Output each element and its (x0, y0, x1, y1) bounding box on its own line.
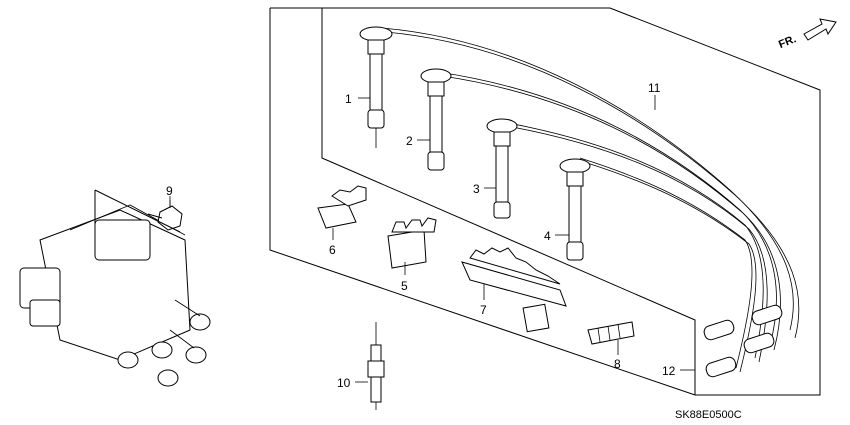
holder-5 (387, 217, 437, 269)
callout-leaders (169, 95, 695, 383)
front-direction-arrow: FR. (777, 18, 837, 51)
ignition-wires (381, 27, 800, 373)
callout-12: 12 (662, 364, 676, 378)
callout-7: 7 (480, 303, 487, 317)
plug-cap-1 (359, 26, 393, 148)
callout-1: 1 (345, 92, 352, 106)
drawing-code: SK88E0500C (675, 409, 742, 421)
callout-6: 6 (329, 243, 336, 257)
direction-label: FR. (777, 33, 798, 51)
plug-cap-3 (486, 118, 518, 219)
callout-4: 4 (544, 229, 551, 243)
plug-cap-4 (559, 158, 591, 261)
holder-6 (317, 185, 367, 229)
callout-2: 2 (406, 134, 413, 148)
callout-11: 11 (648, 81, 661, 95)
bolt-leader-frame-2 (94, 189, 181, 233)
wire-set-outline (269, 7, 821, 396)
distributor (19, 204, 211, 387)
callout-5: 5 (401, 279, 408, 293)
callout-9: 9 (166, 184, 173, 198)
callout-10: 10 (337, 376, 351, 390)
callout-8: 8 (614, 357, 621, 371)
holder-8 (587, 321, 635, 345)
plug-cap-2 (420, 68, 452, 171)
spark-plug-10 (367, 322, 385, 410)
distributor-boots (703, 304, 783, 378)
callout-3: 3 (473, 182, 480, 196)
holder-7 (461, 247, 567, 333)
